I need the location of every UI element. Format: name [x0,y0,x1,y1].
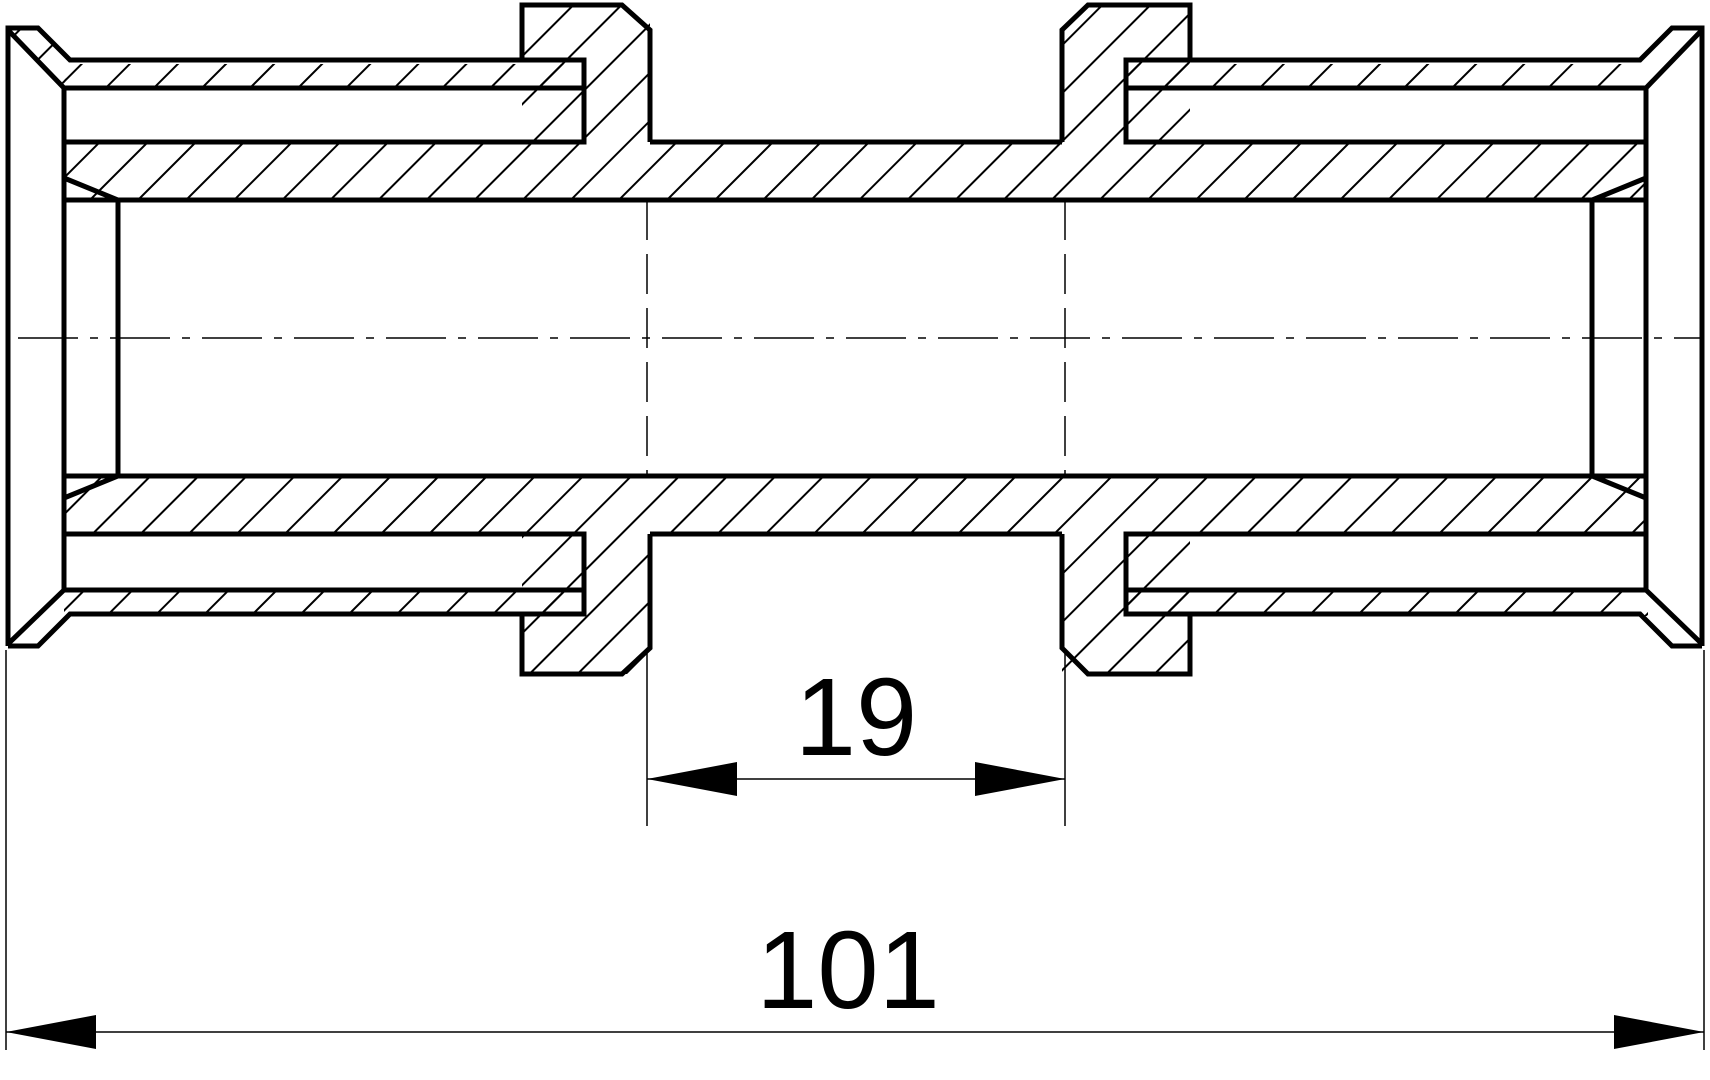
bottom-left-rib-outline [519,534,653,677]
dimension-center-gap: 19 [647,656,1065,796]
left-flange-outline [5,25,587,145]
part-outline [5,2,1705,677]
extension-lines [5,650,1705,1050]
right-flange-outline [1123,25,1705,145]
hatched-sections [8,5,1702,674]
bottom-right-rib-outline [1059,534,1193,677]
center-lines [18,200,1700,476]
dimension-overall-length: 101 [6,909,1704,1049]
top-right-rib-outline [1059,2,1193,142]
dimension-label-101: 101 [756,909,940,1032]
top-left-rib-outline [519,2,653,142]
bottom-wall-hatch [64,476,1648,534]
top-wall-hatch [64,142,1648,200]
dimension-label-19: 19 [795,656,917,779]
top-left-strip-hatch [64,64,584,88]
top-right-strip-hatch [1128,64,1648,88]
